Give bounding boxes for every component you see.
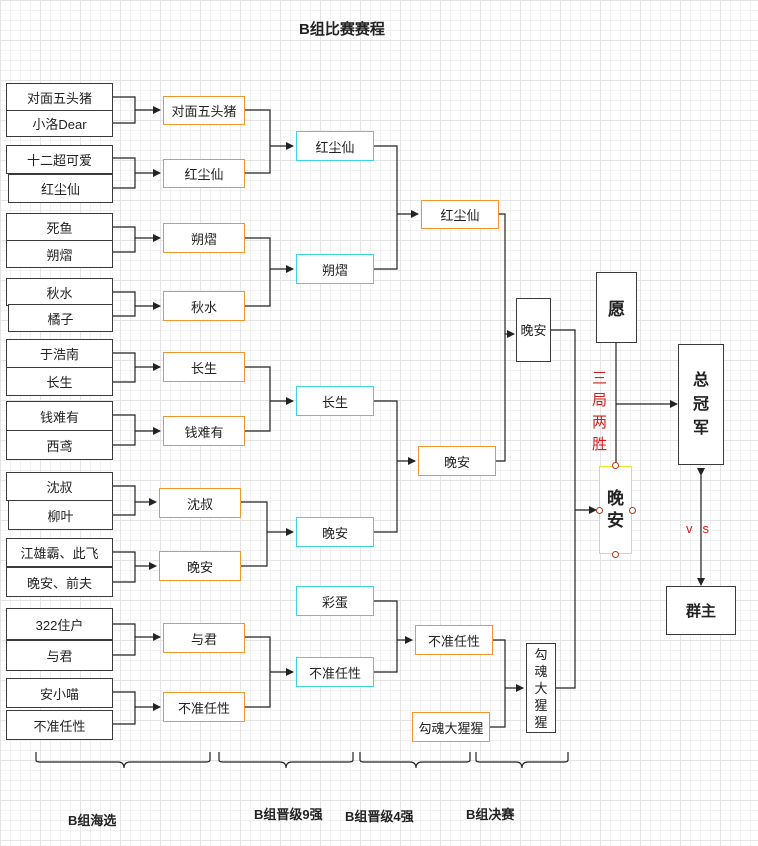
semi-box: 晚安	[516, 298, 551, 362]
round4-box: 不准任性	[415, 625, 493, 655]
seed-box: 安小喵	[6, 678, 113, 708]
seed-box: 柳叶	[8, 500, 113, 530]
round2-box: 晚安	[159, 551, 241, 581]
seed-box: 红尘仙	[8, 174, 113, 203]
resize-handle[interactable]	[612, 462, 619, 469]
seed-box: 十二超可爱	[6, 145, 113, 174]
round3-box: 长生	[296, 386, 374, 416]
champion-box: 总冠军	[678, 344, 724, 465]
round2-box: 朔熠	[163, 223, 245, 253]
round2-box: 沈叔	[159, 488, 241, 518]
semi-box: 勾魂大猩猩	[526, 643, 556, 733]
round3-box: 朔熠	[296, 254, 374, 284]
resize-handle[interactable]	[612, 551, 619, 558]
seed-box: 322住户	[6, 608, 113, 640]
bracket-title: B组比赛赛程	[299, 21, 385, 38]
resize-handle[interactable]	[629, 507, 636, 514]
vs-label: vs	[686, 521, 719, 536]
seed-box: 死鱼	[6, 213, 113, 241]
challenger-box: 群主	[666, 586, 736, 635]
seed-box: 小洛Dear	[6, 110, 113, 137]
round4-box: 晚安	[418, 446, 496, 476]
seed-box: 秋水	[6, 278, 113, 306]
round4-box: 红尘仙	[421, 200, 499, 229]
stage-label: B组晋级9强	[254, 807, 323, 822]
seed-box: 对面五头猪	[6, 83, 113, 111]
round2-box: 不准任性	[163, 692, 245, 722]
round2-box: 长生	[163, 352, 245, 382]
seed-box: 不准任性	[6, 710, 113, 740]
stage-label: B组海选	[68, 813, 117, 828]
seed-box: 朔熠	[6, 240, 113, 268]
final-top-box: 愿	[596, 272, 637, 343]
best-of-three-note: 三局两胜	[592, 370, 608, 453]
stage-label: B组决赛	[466, 807, 515, 822]
seed-box: 长生	[6, 367, 113, 396]
seed-box: 沈叔	[6, 472, 113, 501]
seed-box: 于浩南	[6, 339, 113, 368]
seed-box: 江雄霸、此飞	[6, 538, 113, 567]
round4-box: 勾魂大猩猩	[412, 712, 490, 742]
seed-box: 橘子	[8, 304, 113, 332]
round2-box: 红尘仙	[163, 159, 245, 188]
round2-box: 秋水	[163, 291, 245, 321]
round2-box: 与君	[163, 623, 245, 653]
round3-box: 红尘仙	[296, 131, 374, 161]
final-bottom-box[interactable]: 晚安	[599, 466, 632, 554]
resize-handle[interactable]	[596, 507, 603, 514]
seed-box: 晚安、前夫	[6, 567, 113, 597]
seed-box: 与君	[6, 640, 113, 671]
round3-box: 晚安	[296, 517, 374, 547]
round2-box: 对面五头猪	[163, 96, 245, 125]
stage-label: B组晋级4强	[345, 809, 414, 824]
round3-box: 不准任性	[296, 657, 374, 687]
round3-box: 彩蛋	[296, 586, 374, 616]
seed-box: 钱难有	[6, 401, 113, 431]
round2-box: 钱难有	[163, 416, 245, 446]
seed-box: 西鸢	[6, 430, 113, 460]
